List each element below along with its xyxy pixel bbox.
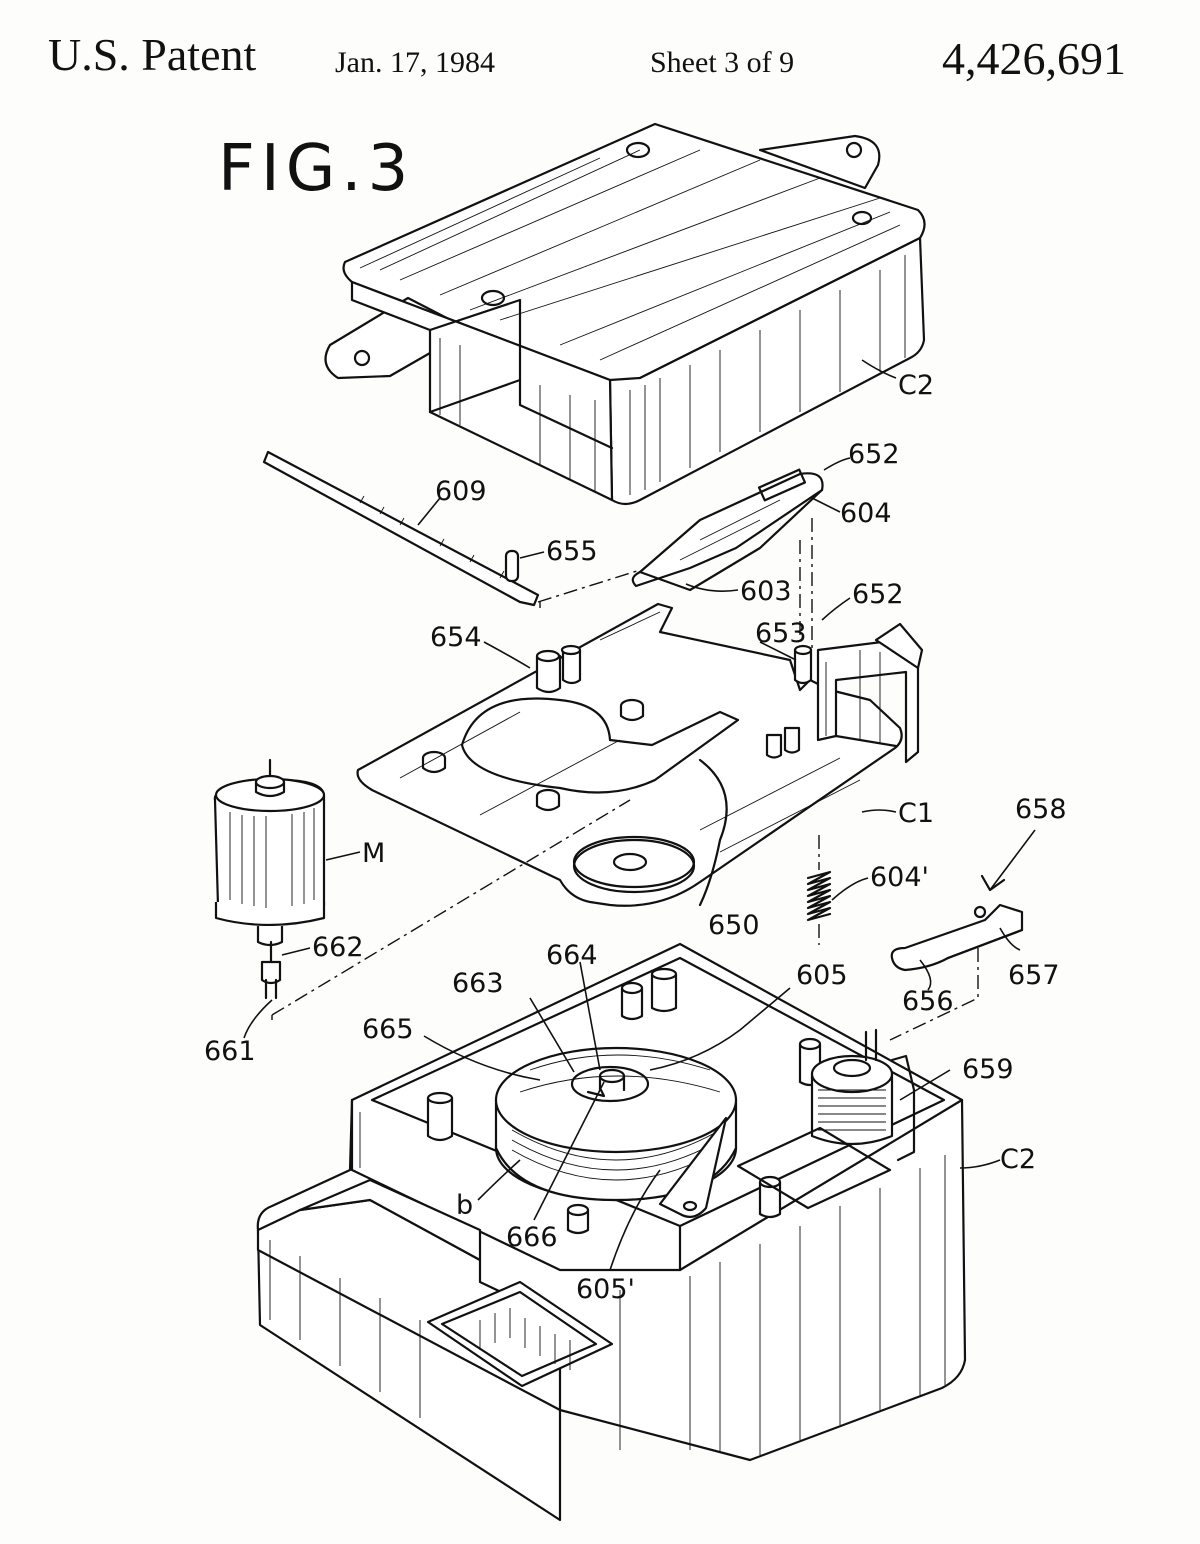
figure-title: FIG.3 <box>218 132 415 206</box>
label-652-a: 652 <box>848 439 900 470</box>
label-657: 657 <box>1008 960 1060 991</box>
label-653: 653 <box>755 618 807 649</box>
label-654: 654 <box>430 622 482 653</box>
lever-604 <box>631 468 824 592</box>
label-609: 609 <box>435 476 487 507</box>
label-666: 666 <box>506 1222 558 1253</box>
spring-604-prime <box>806 835 832 945</box>
top-cover <box>324 122 926 506</box>
header-date: Jan. 17, 1984 <box>335 46 495 79</box>
label-656: 656 <box>902 986 954 1017</box>
leader-lines <box>243 359 1021 1271</box>
label-603: 603 <box>740 576 792 607</box>
label-605: 605 <box>796 960 848 991</box>
bottom-housing <box>256 942 967 1522</box>
motor-m <box>213 758 326 1000</box>
label-664: 664 <box>546 940 598 971</box>
reference-labels: C2 652 609 604 655 603 652 654 653 658 M… <box>204 370 1067 1305</box>
arm-658 <box>890 829 1036 972</box>
slide-bar-609 <box>262 450 540 607</box>
label-604: 604 <box>840 498 892 529</box>
label-655: 655 <box>546 536 598 567</box>
header-patent-number: 4,426,691 <box>942 33 1126 84</box>
label-663: 663 <box>452 968 504 999</box>
label-605-prime: 605' <box>576 1274 635 1305</box>
label-c2-bottom: C2 <box>1000 1144 1036 1175</box>
label-661: 661 <box>204 1036 256 1067</box>
header-patent-label: U.S. Patent <box>48 29 257 80</box>
label-652-b: 652 <box>852 579 904 610</box>
label-m: M <box>362 838 385 869</box>
label-662: 662 <box>312 932 364 963</box>
label-650: 650 <box>708 910 760 941</box>
label-659: 659 <box>962 1054 1014 1085</box>
label-665: 665 <box>362 1014 414 1045</box>
label-658: 658 <box>1015 794 1067 825</box>
label-b: b <box>456 1190 473 1221</box>
label-604-prime: 604' <box>870 862 929 893</box>
label-c1: C1 <box>898 798 934 829</box>
header-sheet-number: Sheet 3 of 9 <box>650 46 795 79</box>
base-plate-c1 <box>356 602 924 907</box>
label-c2-top: C2 <box>898 370 934 401</box>
